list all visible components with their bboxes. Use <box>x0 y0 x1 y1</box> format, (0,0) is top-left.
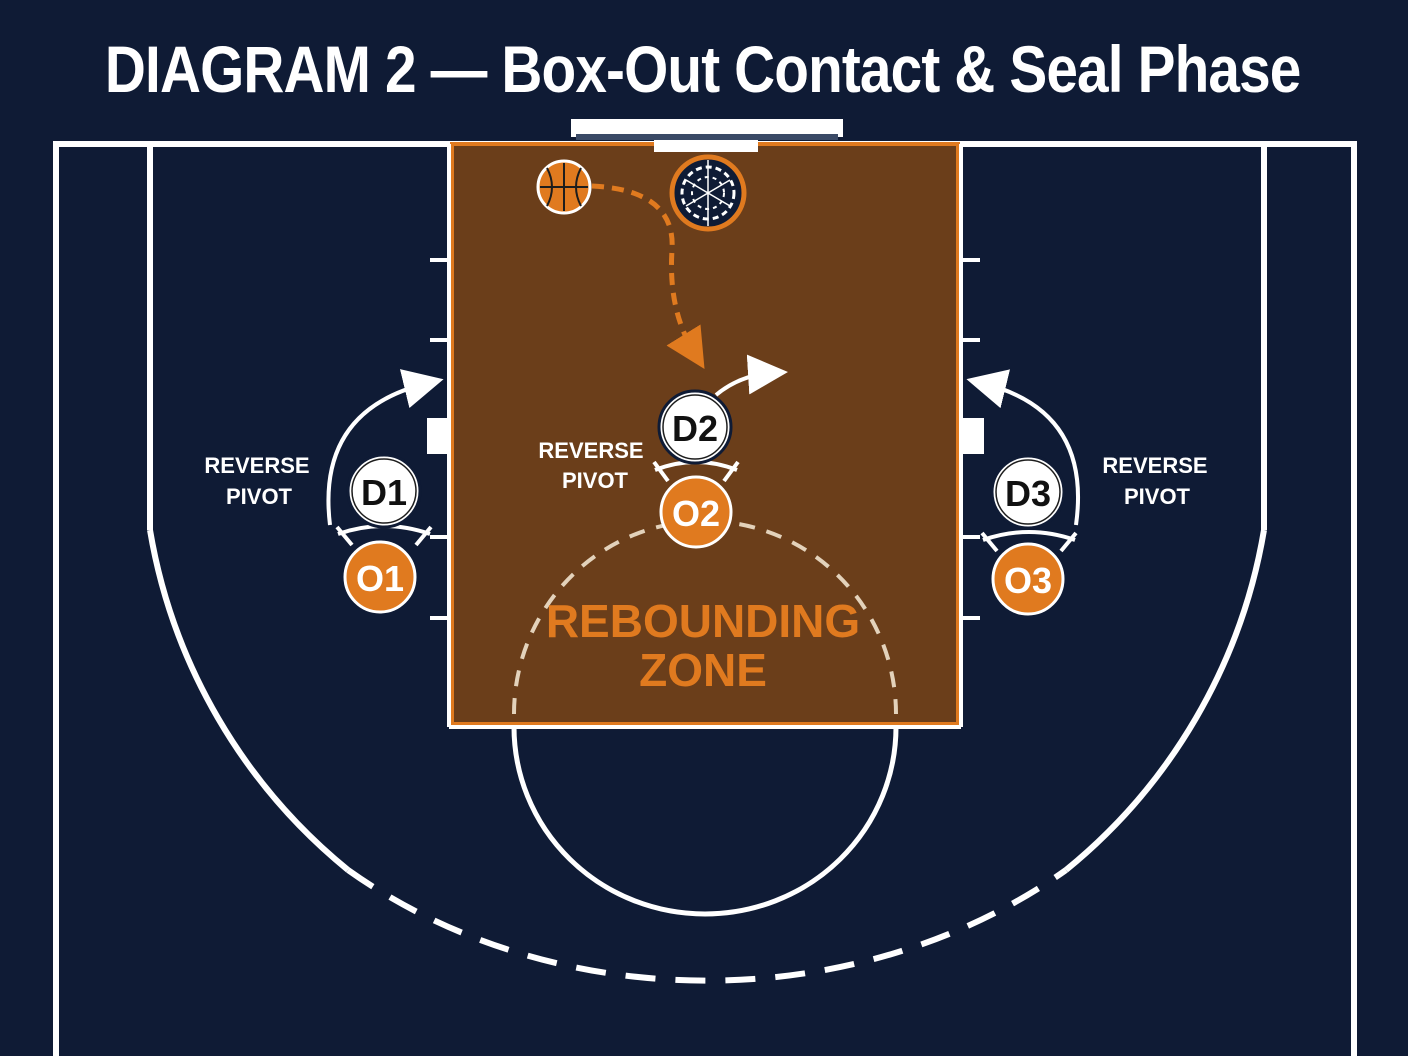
rebounding-zone-label-line2: ZONE <box>639 644 767 696</box>
seal-brackets <box>335 460 1078 553</box>
rebounding-zone-outline <box>512 519 898 715</box>
defender-d3-label: D3 <box>1005 473 1051 514</box>
pivot-arrow-left <box>326 369 444 526</box>
defender-d1-label: D1 <box>361 472 407 513</box>
backboard-icon <box>569 117 845 152</box>
free-throw-circle <box>511 726 899 917</box>
offense-o3: O3 <box>991 542 1065 616</box>
pivot-arrow-center <box>714 354 788 397</box>
lane-hash-marks <box>430 258 980 620</box>
basketball-icon <box>536 159 592 215</box>
offense-o1-label: O1 <box>356 558 404 599</box>
rebounding-zone-label-line1: REBOUNDING <box>546 595 860 647</box>
defender-d1: D1 <box>346 453 422 529</box>
ball-path-arrow <box>591 183 705 370</box>
three-point-arc-solid-right <box>1064 529 1267 873</box>
pivot-arrow-right <box>966 369 1081 526</box>
hoop-icon <box>669 154 747 232</box>
annotation-center-line1: REVERSE <box>538 438 643 463</box>
defender-d2-label: D2 <box>672 408 718 449</box>
annotation-left-line1: REVERSE <box>204 453 309 478</box>
lane-block-left <box>427 418 451 454</box>
offense-o3-label: O3 <box>1004 560 1052 601</box>
defender-d3: D3 <box>990 454 1066 530</box>
lane-block-right <box>960 418 984 454</box>
offense-o2-label: O2 <box>672 493 720 534</box>
defender-d2: D2 <box>657 389 733 465</box>
diagram-title: DIAGRAM 2 — Box-Out Contact & Seal Phase <box>104 32 1301 106</box>
annotation-right-line2: PIVOT <box>1124 484 1191 509</box>
three-point-arc-dashed <box>346 867 1068 984</box>
offense-o2: O2 <box>659 475 733 549</box>
annotation-right-line1: REVERSE <box>1102 453 1207 478</box>
annotation-left-line2: PIVOT <box>226 484 293 509</box>
annotation-center-line2: PIVOT <box>562 468 629 493</box>
offense-o1: O1 <box>343 540 417 614</box>
three-point-arc-solid-left <box>147 529 350 873</box>
